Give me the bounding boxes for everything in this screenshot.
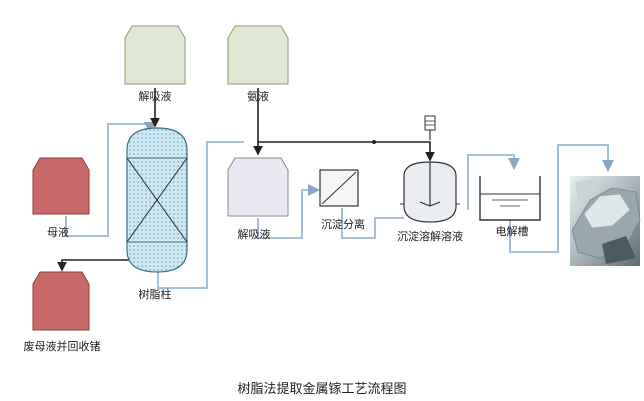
figure-caption: 树脂法提取金属镓工艺流程图 [237, 382, 407, 397]
electrolytic-cell [479, 176, 541, 221]
waste-label: 废母液并回收锗 [24, 339, 101, 353]
resin-column [126, 127, 188, 273]
mother-liquor-label: 母液 [47, 225, 69, 239]
mother-liquor-tank [32, 157, 90, 215]
eluate-label: 解吸液 [238, 227, 271, 241]
eluent-label: 解吸液 [139, 89, 172, 103]
electrolytic-cell-label: 电解槽 [496, 224, 529, 238]
precipitate-separator [319, 169, 359, 207]
precipitate-dissolution-label: 沉淀溶解溶液 [397, 229, 463, 243]
resin-column-label: 树脂柱 [139, 287, 172, 301]
pipes-light [65, 122, 614, 289]
ammonia-tank [227, 25, 289, 85]
precipitate-separation-label: 沉淀分离 [321, 217, 365, 231]
waste-tank [32, 271, 90, 331]
pipe-junction [372, 140, 376, 144]
ammonia-label: 氨液 [247, 89, 269, 103]
eluent-tank [124, 25, 186, 85]
eluate-tank [227, 157, 289, 217]
gallium-product-image [570, 176, 641, 266]
pipes-dark [57, 88, 435, 272]
dissolution-reactor [400, 115, 460, 223]
